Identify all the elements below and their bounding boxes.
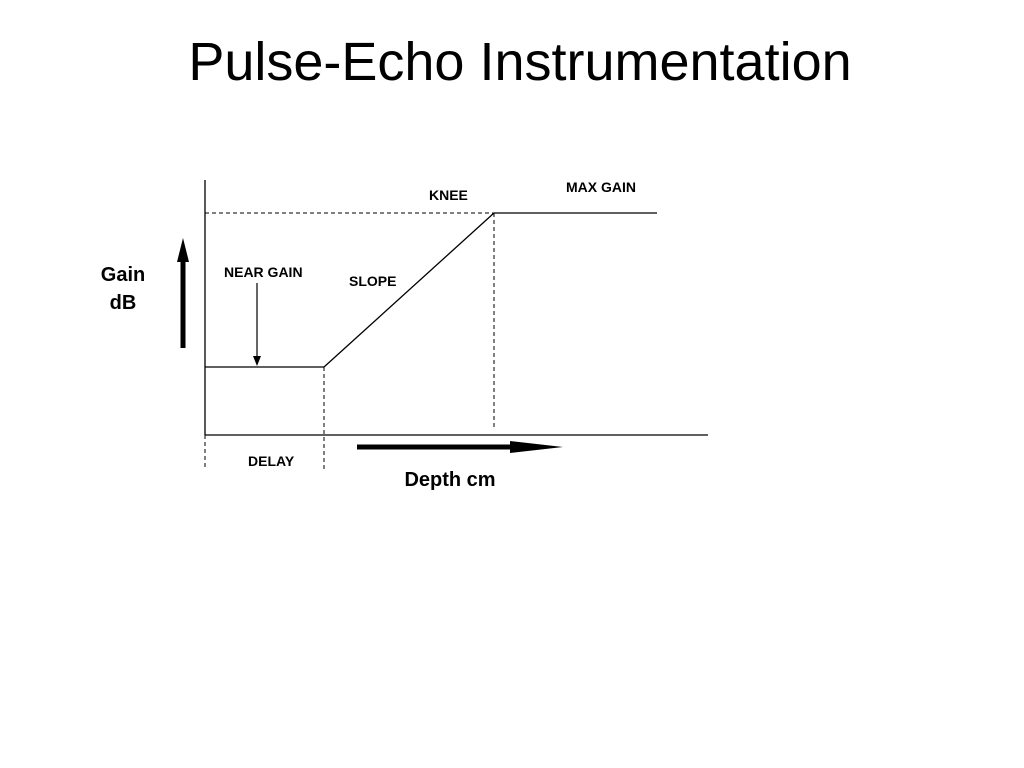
gain-arrow-head	[177, 238, 189, 262]
knee-label: KNEE	[429, 187, 468, 203]
near-gain-arrow-head	[253, 356, 261, 366]
slide-title: Pulse-Echo Instrumentation	[188, 32, 852, 92]
delay-label: DELAY	[248, 453, 295, 469]
y-axis-label-line1: Gain	[101, 264, 145, 286]
slope-segment	[323, 212, 495, 368]
max-gain-label: MAX GAIN	[566, 179, 636, 195]
y-axis-label-line2: dB	[110, 292, 137, 314]
x-axis-label: Depth cm	[404, 469, 495, 491]
depth-arrow-head	[510, 441, 563, 453]
slope-label: SLOPE	[349, 273, 396, 289]
near-gain-label: NEAR GAIN	[224, 264, 303, 280]
